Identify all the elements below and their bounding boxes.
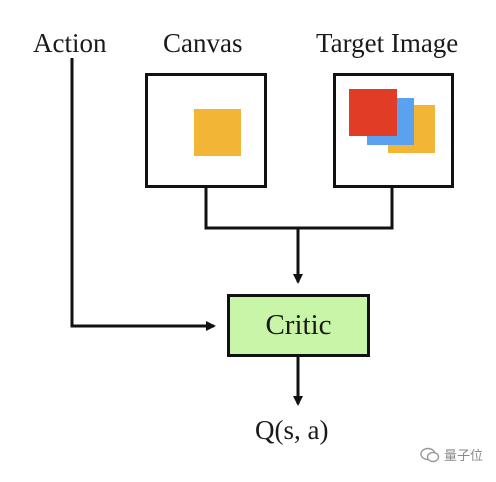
watermark: 量子位 (420, 445, 483, 464)
action-label: Action (33, 28, 107, 58)
merge-bracket-line (204, 188, 394, 230)
canvas-yellow-square (194, 109, 241, 156)
action-to-critic-arrow (70, 58, 216, 331)
target-image-label: Target Image (316, 28, 459, 58)
critic-box: Critic (227, 294, 370, 357)
watermark-text: 量子位 (444, 449, 484, 464)
wechat-icon (420, 447, 440, 462)
canvas-frame (145, 73, 267, 188)
critic-label: Critic (265, 309, 332, 341)
q-value-output: Q(s, a) (255, 415, 329, 445)
target-image-frame (333, 73, 454, 188)
target-red-square (349, 89, 397, 136)
canvas-label: Canvas (163, 28, 243, 58)
